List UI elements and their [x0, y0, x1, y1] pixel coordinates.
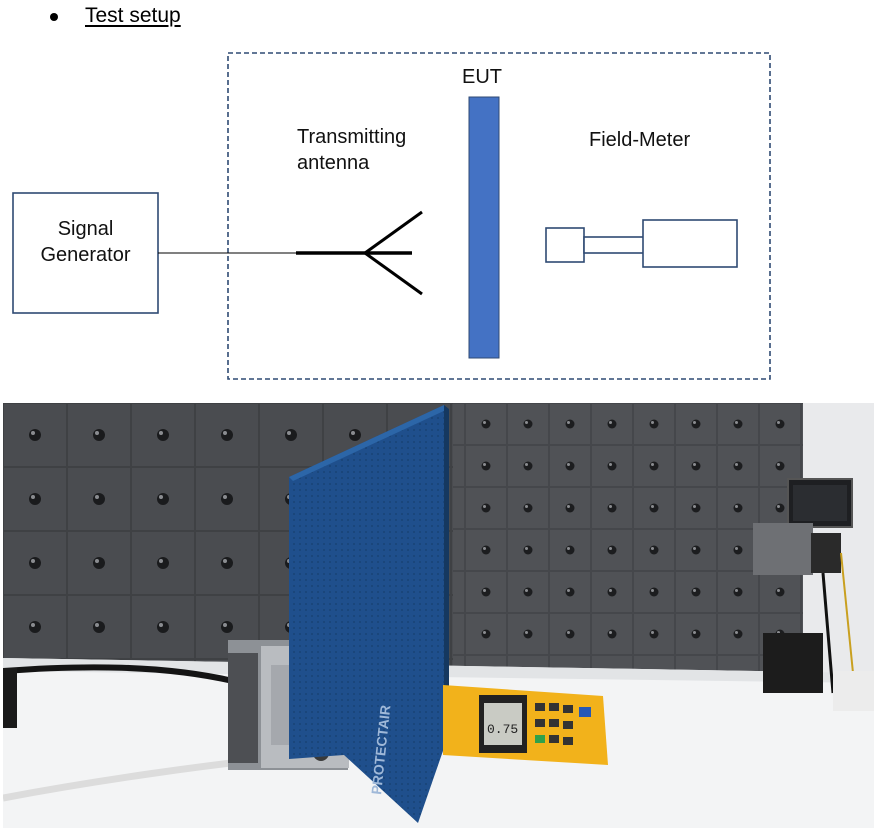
photo-canvas: PROTECTAIR 0.75	[3, 403, 874, 828]
absorber-wall-right	[453, 403, 874, 673]
eut-bar	[468, 96, 500, 359]
test-setup-photo: PROTECTAIR 0.75	[3, 403, 874, 828]
antenna-label-line1: Transmitting	[297, 126, 407, 148]
signal-generator-line2: Generator	[40, 244, 131, 266]
field-meter-icon	[545, 219, 738, 268]
heading-title: Test setup	[85, 4, 181, 27]
probe-monitor	[753, 478, 874, 711]
test-setup-diagram: Signal Generator Transmitting antenna EU…	[0, 0, 877, 390]
chamber-boundary	[227, 52, 771, 380]
meter-readout: 0.75	[487, 722, 518, 737]
eut-label: EUT	[462, 66, 502, 88]
field-meter-device: 0.75	[443, 685, 608, 765]
field-meter-label: Field-Meter	[589, 129, 691, 151]
diagram-canvas	[12, 52, 771, 380]
signal-generator-label: Signal Generator	[13, 216, 158, 268]
section-heading: Test setup	[50, 0, 181, 32]
antenna-label-line2: antenna	[297, 152, 370, 174]
transmitting-antenna-label: Transmitting antenna	[297, 124, 406, 176]
signal-generator-box	[12, 192, 159, 314]
antenna-icon	[296, 210, 423, 296]
bullet-icon	[50, 13, 58, 21]
signal-generator-line1: Signal	[57, 218, 114, 240]
eut-panel	[289, 405, 444, 823]
